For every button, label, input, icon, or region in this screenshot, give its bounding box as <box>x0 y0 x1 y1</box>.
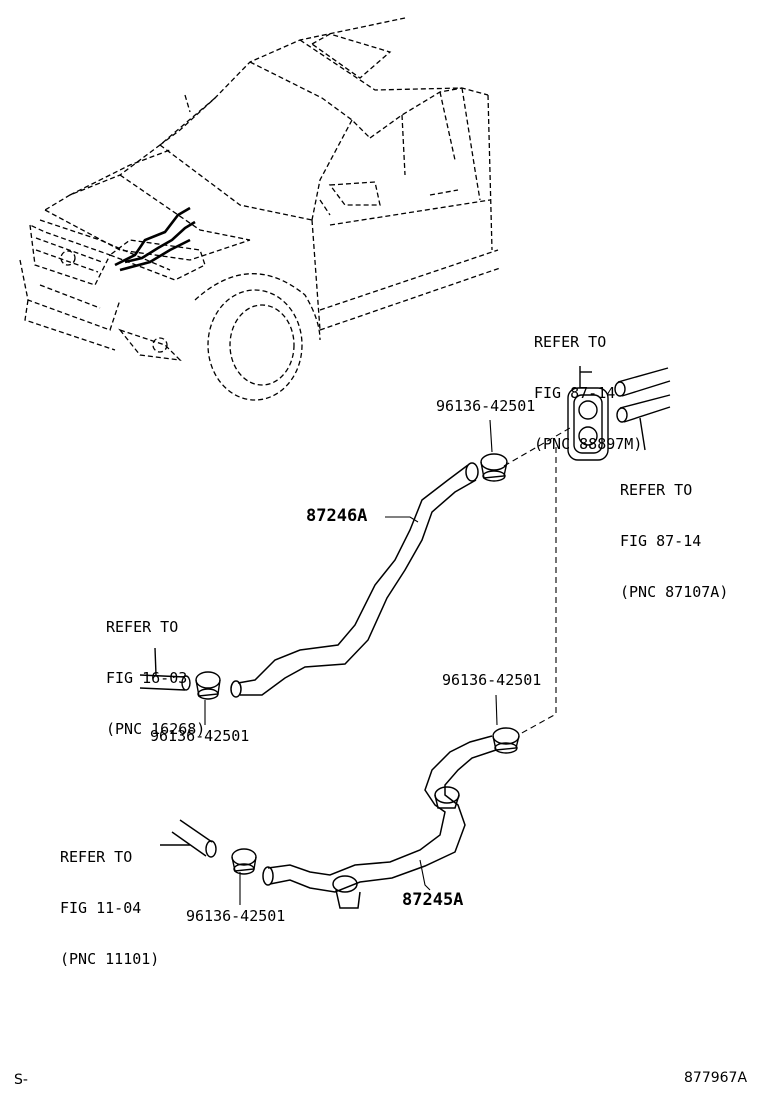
ref-line-3: (PNC 87107A) <box>620 583 729 601</box>
ref-line-2: FIG 87-14 <box>534 384 616 402</box>
pipe-16268 <box>139 647 191 691</box>
ref-line-1: REFER TO <box>60 848 133 866</box>
connection-lines <box>503 427 571 735</box>
vehicle-outline <box>19 17 501 401</box>
clamp-lower-left <box>231 848 257 875</box>
ref-line-2: FIG 11-04 <box>60 899 142 917</box>
clamp-upper-right <box>480 453 508 482</box>
ref-line-3: (PNC 11101) <box>60 950 160 968</box>
clamp-left <box>195 671 221 700</box>
corner-code-left: S- <box>14 1072 28 1088</box>
clamp-label-left: 96136-42501 <box>150 727 250 745</box>
clamp-mid-right <box>492 727 520 754</box>
ref-line-1: REFER TO <box>106 618 179 636</box>
ref-fig-87-14-88897m: REFER TO FIG 87-14 (PNC 88897M) <box>534 300 642 470</box>
part-87246a: 87246A <box>306 506 368 526</box>
ref-line-3: (PNC 16268) <box>106 720 206 738</box>
ref-fig-16-03: REFER TO FIG 16-03 (PNC 16268) <box>106 585 205 755</box>
clamp-label-mid-right: 96136-42501 <box>442 671 542 689</box>
part-87245a: 87245A <box>402 890 464 910</box>
ref-line-2: FIG 87-14 <box>620 532 702 550</box>
clamp-label-upper: 96136-42501 <box>436 397 536 415</box>
ref-line-3: (PNC 88897M) <box>534 435 643 453</box>
engine-hose-sketch <box>114 206 196 272</box>
ref-line-1: REFER TO <box>620 481 693 499</box>
ref-line-1: REFER TO <box>534 333 607 351</box>
grommet <box>567 366 609 461</box>
ref-fig-11-04: REFER TO FIG 11-04 (PNC 11101) <box>60 815 159 985</box>
heater-pipes <box>614 367 671 451</box>
pipe-11101 <box>160 819 217 858</box>
hose-87246a <box>230 462 479 698</box>
leader-lines <box>204 419 498 905</box>
ref-fig-87-14-87107a: REFER TO FIG 87-14 (PNC 87107A) <box>620 448 728 618</box>
illustration-number: 877967A <box>684 1070 748 1086</box>
ref-line-2: FIG 16-03 <box>106 669 188 687</box>
clamp-label-lower-left: 96136-42501 <box>186 907 286 925</box>
hose-87245a <box>262 735 497 909</box>
